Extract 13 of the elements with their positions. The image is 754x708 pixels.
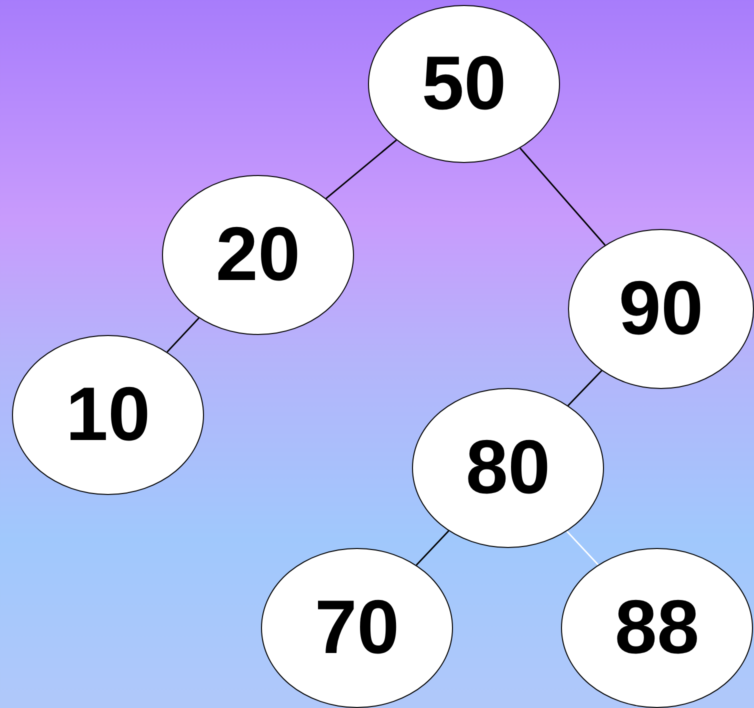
connector-line: [416, 530, 450, 566]
connector-line: [166, 318, 200, 352]
node-value: 70: [314, 590, 400, 666]
connector-line: [520, 148, 606, 246]
node-value: 80: [466, 430, 550, 506]
connector-line: [568, 370, 602, 406]
node-value: 20: [216, 217, 300, 293]
node-value: 10: [66, 377, 150, 453]
connector-line: [566, 530, 599, 566]
node-value: 90: [618, 271, 704, 347]
node-value: 88: [614, 590, 700, 666]
connector-line: [326, 140, 397, 200]
node-value: 50: [422, 46, 506, 122]
